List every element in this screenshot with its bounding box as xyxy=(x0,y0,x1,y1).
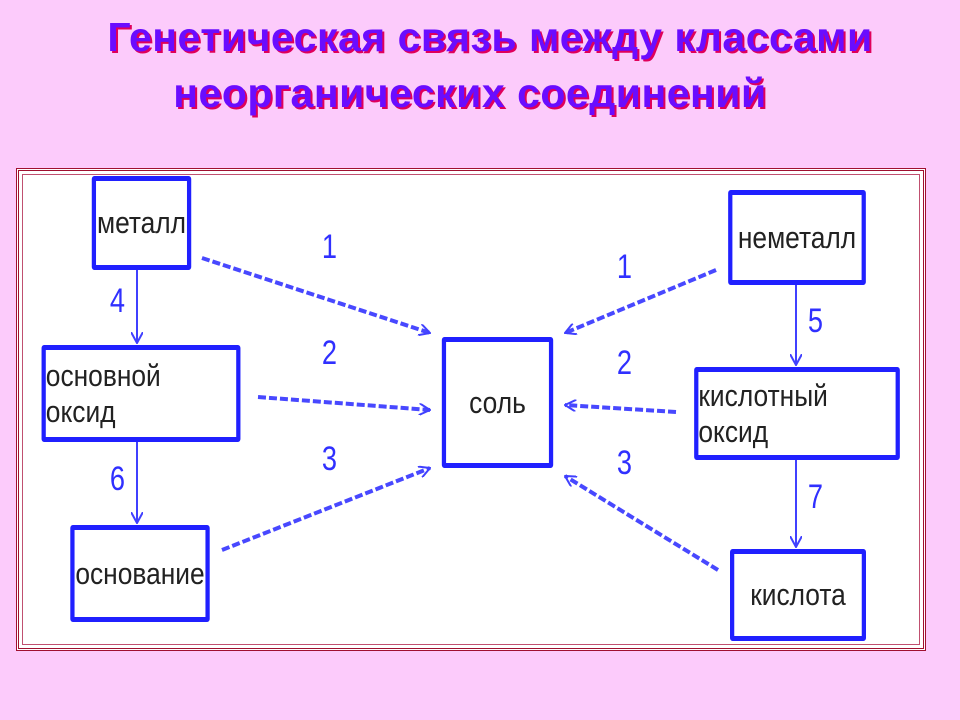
label-2-right: 2 xyxy=(616,344,633,382)
arrow-metal-to-salt xyxy=(201,256,430,333)
label-3-left: 3 xyxy=(321,440,338,478)
arrow-acid-to-salt xyxy=(565,474,720,572)
node-nonmetal: неметалл xyxy=(728,190,866,285)
node-metal: металл xyxy=(91,176,192,270)
label-2-left: 2 xyxy=(321,334,338,372)
node-salt: соль xyxy=(441,337,554,468)
node-acid-oxide: кислотный оксид xyxy=(694,367,900,460)
label-7: 7 xyxy=(807,478,824,516)
label-1-left: 1 xyxy=(321,228,338,266)
arrow-acid-oxide-to-salt xyxy=(565,405,677,414)
label-1-right: 1 xyxy=(616,248,633,286)
node-basic-oxide: основной оксид xyxy=(41,345,241,442)
arrow-basic-oxide-to-salt xyxy=(257,395,430,410)
node-base: основание xyxy=(70,525,210,622)
label-4: 4 xyxy=(109,282,126,320)
arrow-nonmetal-to-salt xyxy=(565,268,717,333)
node-acid: кислота xyxy=(730,549,866,641)
label-5: 5 xyxy=(807,302,824,340)
label-6: 6 xyxy=(109,460,126,498)
label-3-right: 3 xyxy=(616,444,633,482)
arrow-base-to-salt xyxy=(221,468,430,552)
slide-title-line-2: неорганических соединений xyxy=(173,70,767,116)
slide-title-line-1: Генетическая связь между классами xyxy=(107,14,873,60)
